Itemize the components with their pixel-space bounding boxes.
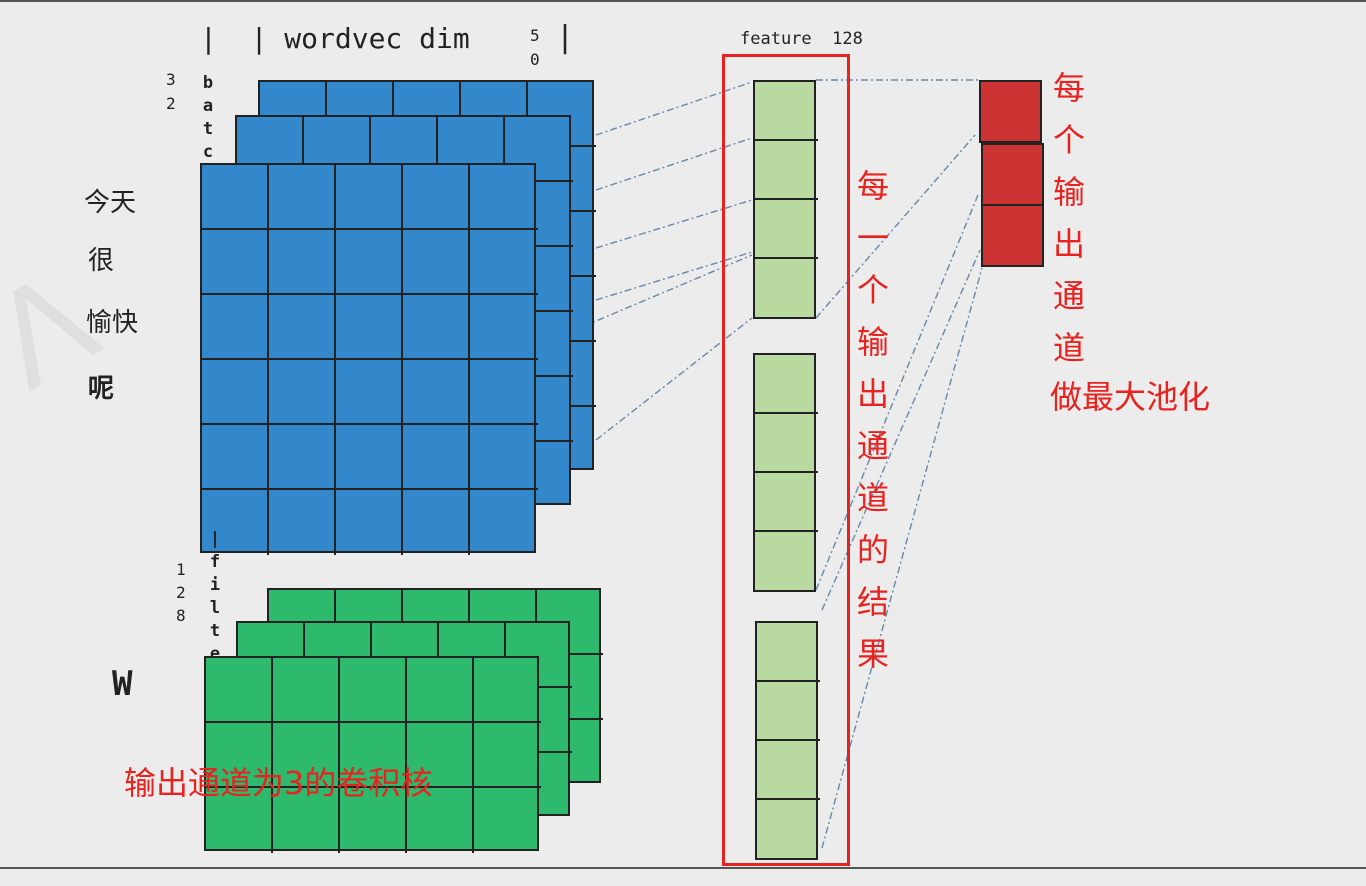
feature-map-1 — [753, 80, 818, 319]
sentence-word-1: 今天 — [84, 188, 137, 218]
batch-size-digit-1: 3 — [166, 70, 176, 89]
feature-map-3 — [755, 621, 820, 860]
pooled-value-3 — [981, 204, 1044, 267]
bottom-border — [0, 867, 1366, 869]
pooled-value-2 — [981, 143, 1044, 206]
batch-size-digit-2: 2 — [166, 94, 176, 113]
filter-size-digit-2: 2 — [176, 583, 186, 602]
input-tensor-front — [200, 163, 538, 555]
feature-map-2 — [753, 353, 818, 592]
top-border — [0, 0, 1366, 2]
wordvec-dim-close-bar: | — [556, 20, 575, 55]
sentence-word-4: 呢 — [88, 374, 115, 404]
kernel-front — [204, 656, 541, 853]
filter-size-digit-1: 1 — [176, 560, 186, 579]
feature-annotation: 每一个输出通道的结果 — [856, 167, 889, 673]
wordvec-dim-size-digit-2: 0 — [530, 50, 540, 69]
wordvec-dim-label: | | wordvec dim — [200, 22, 470, 55]
pooling-annotation: 每个输出通道 — [1052, 69, 1085, 367]
sentence-word-2: 很 — [88, 246, 115, 276]
feature-label: feature 128 — [740, 29, 863, 49]
pooling-annotation-last-line: 做最大池化 — [1050, 378, 1211, 416]
feature-highlight-box — [722, 54, 850, 866]
kernel-caption: 输出通道为3的卷积核 — [124, 764, 433, 802]
sentence-word-3: 愉快 — [86, 308, 139, 338]
pooled-value-1 — [979, 80, 1042, 143]
filter-size-digit-3: 8 — [176, 606, 186, 625]
weight-label: W — [112, 664, 133, 704]
wordvec-dim-size-digit-1: 5 — [530, 26, 540, 45]
